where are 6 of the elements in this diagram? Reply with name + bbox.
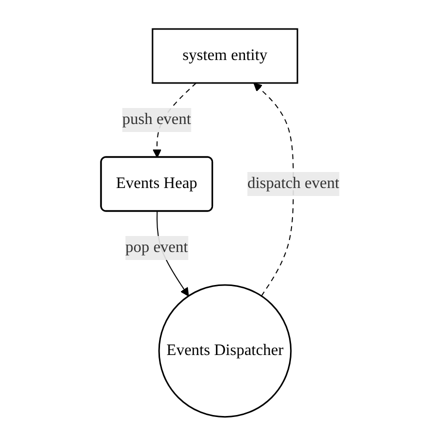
- arrow: [254, 82, 294, 296]
- node-circle: Events Dispatcher: [158, 284, 292, 418]
- edge-label: dispatch event: [248, 174, 340, 192]
- edge-label: push event: [122, 110, 192, 128]
- edge-label: pop event: [126, 238, 188, 256]
- node-box: system entity: [152, 28, 299, 84]
